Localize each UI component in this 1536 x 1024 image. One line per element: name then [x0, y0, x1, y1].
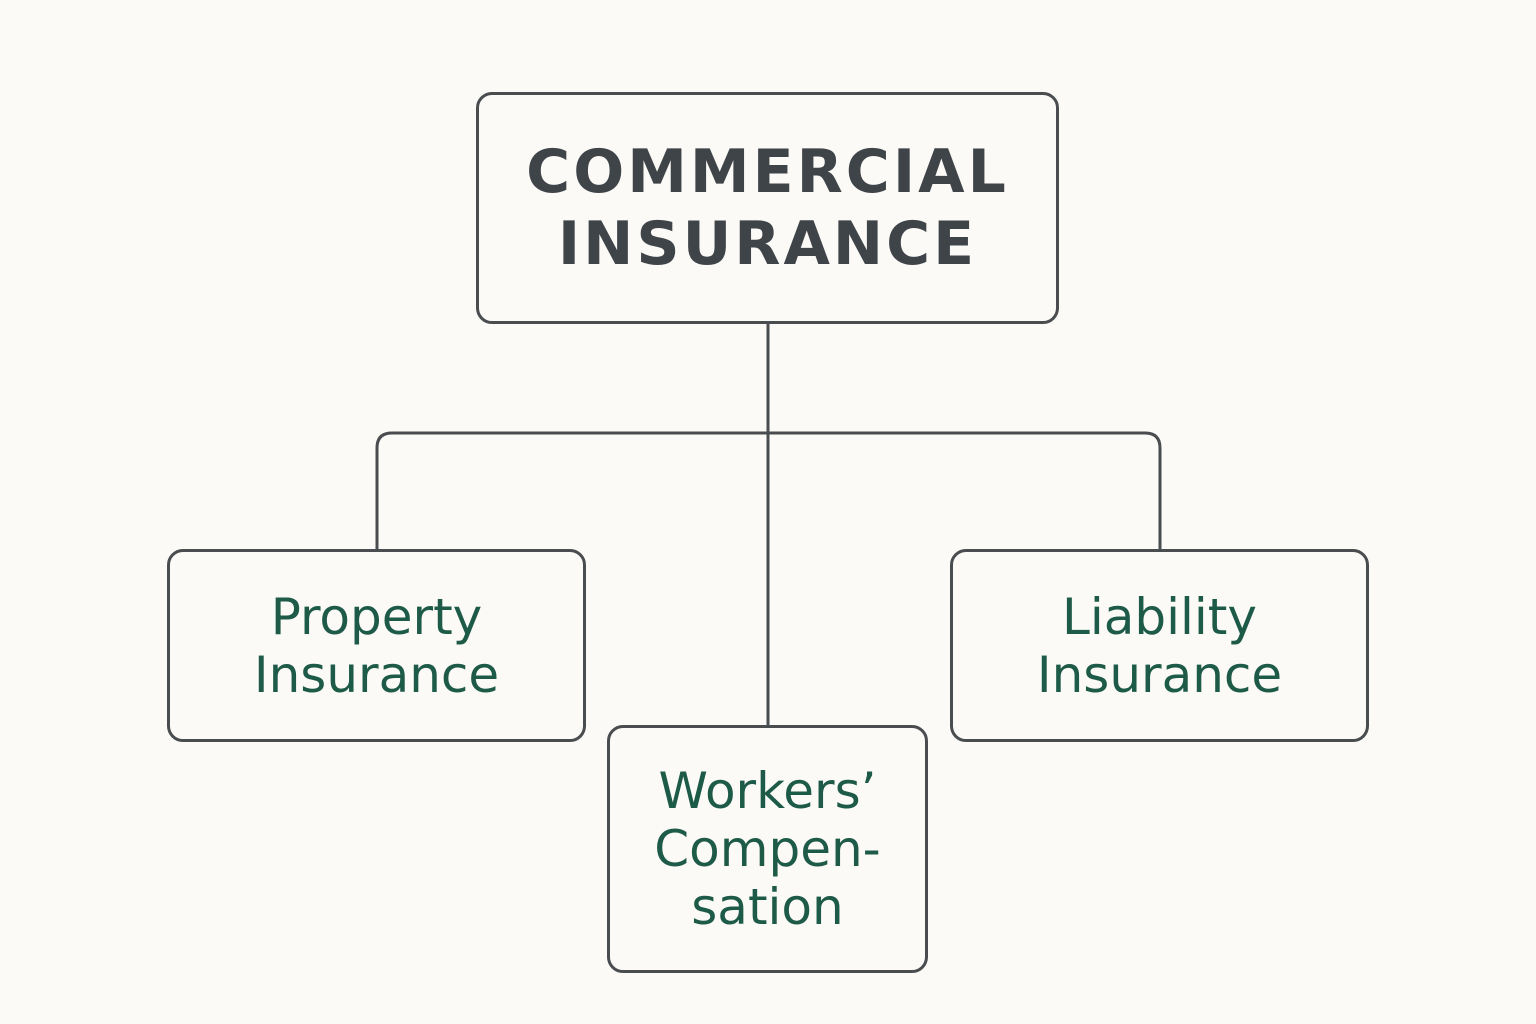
connector-branch-property	[375, 431, 768, 549]
child-node-label-property: Property Insurance	[253, 587, 500, 704]
root-node-commercial-insurance: COMMERCIAL INSURANCE	[476, 92, 1059, 324]
child-node-workers-compensation: Workers’ Compen- sation	[607, 725, 928, 973]
connector-branch-liability	[768, 431, 1162, 549]
child-node-liability-insurance: Liability Insurance	[950, 549, 1369, 742]
child-node-label-liability: Liability Insurance	[1036, 587, 1283, 704]
child-node-property-insurance: Property Insurance	[167, 549, 586, 742]
root-node-label: COMMERCIAL INSURANCE	[526, 137, 1009, 279]
child-node-label-workers: Workers’ Compen- sation	[654, 762, 881, 936]
